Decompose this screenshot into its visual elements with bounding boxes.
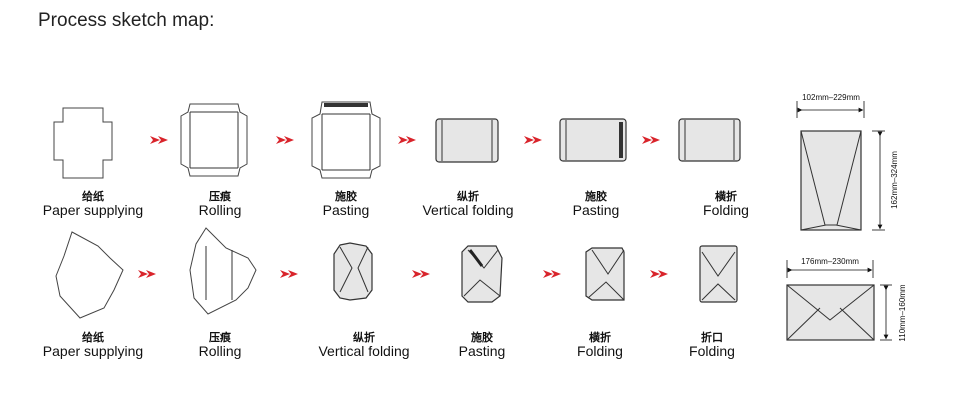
r2-label-en-4: Pasting xyxy=(459,343,506,359)
arrow-r1-1 xyxy=(150,136,168,144)
step2-rolling-shape xyxy=(180,103,248,177)
r1-label-en-3: Pasting xyxy=(323,202,370,218)
arrow-r1-5 xyxy=(642,136,660,144)
arrow-r2-4 xyxy=(543,270,561,278)
r1-label-zh-2: 压痕 xyxy=(209,189,232,203)
r1-label-zh-3: 施胶 xyxy=(335,189,357,203)
arrow-r1-4 xyxy=(524,136,542,144)
r1-label-en-4: Vertical folding xyxy=(422,202,513,218)
r2-label-en-1: Paper supplying xyxy=(43,343,143,359)
r1-label-en-2: Rolling xyxy=(199,202,242,218)
arrow-r2-3 xyxy=(412,270,430,278)
arrow-r1-3 xyxy=(398,136,416,144)
r1-label-en-6: Folding xyxy=(703,202,749,218)
r2-label-en-3: Vertical folding xyxy=(318,343,409,359)
step2-rolling-shape-2 xyxy=(189,227,257,315)
step6-folding-shape-2 xyxy=(699,245,738,303)
envelope-horizontal-diagram: 176mm–230mm 110mm–160mm xyxy=(786,257,907,342)
r2-label-en-5: Folding xyxy=(577,343,623,359)
step5-pasting-shape xyxy=(559,118,627,162)
dim-top-height: 162mm–324mm xyxy=(890,151,899,209)
r1-label-zh-5: 施胶 xyxy=(585,189,607,203)
r2-label-en-2: Rolling xyxy=(199,343,242,359)
r2-label-zh-1: 给纸 xyxy=(82,330,104,344)
step6-folding-shape xyxy=(678,118,741,162)
arrow-r2-1 xyxy=(138,270,156,278)
step1-paper-supplying-shape xyxy=(53,107,113,179)
r2-label-zh-3: 纵折 xyxy=(353,330,375,344)
step3-pasting-shape xyxy=(311,101,381,179)
step5-folding-shape-2 xyxy=(585,247,625,301)
arrow-r2-2 xyxy=(280,270,298,278)
arrow-r2-5 xyxy=(650,270,668,278)
r1-label-zh-4: 纵折 xyxy=(457,189,479,203)
r2-label-en-6: Folding xyxy=(689,343,735,359)
arrow-r1-2 xyxy=(276,136,294,144)
step3-vertical-folding-shape-2 xyxy=(333,242,373,301)
r2-label-zh-2: 压痕 xyxy=(209,330,232,344)
r1-label-en-1: Paper supplying xyxy=(43,202,143,218)
dim-bottom-height: 110mm–160mm xyxy=(898,284,907,342)
r2-label-zh-5: 横折 xyxy=(589,330,611,344)
r2-label-zh-4: 施胶 xyxy=(471,330,493,344)
dim-top-width: 102mm–229mm xyxy=(802,93,860,102)
r1-label-en-5: Pasting xyxy=(573,202,620,218)
r1-label-zh-1: 给纸 xyxy=(82,189,104,203)
r1-label-zh-6: 横折 xyxy=(715,189,737,203)
step4-vertical-folding-shape xyxy=(435,118,499,163)
step4-pasting-shape-2 xyxy=(461,245,503,303)
step1-paper-supplying-shape-2 xyxy=(55,231,124,319)
dim-bottom-width: 176mm–230mm xyxy=(801,257,859,266)
page-title: Process sketch map: xyxy=(38,10,215,31)
r2-label-zh-6: 折口 xyxy=(701,330,723,344)
envelope-vertical-diagram: 102mm–229mm 162mm–324mm xyxy=(796,93,899,231)
